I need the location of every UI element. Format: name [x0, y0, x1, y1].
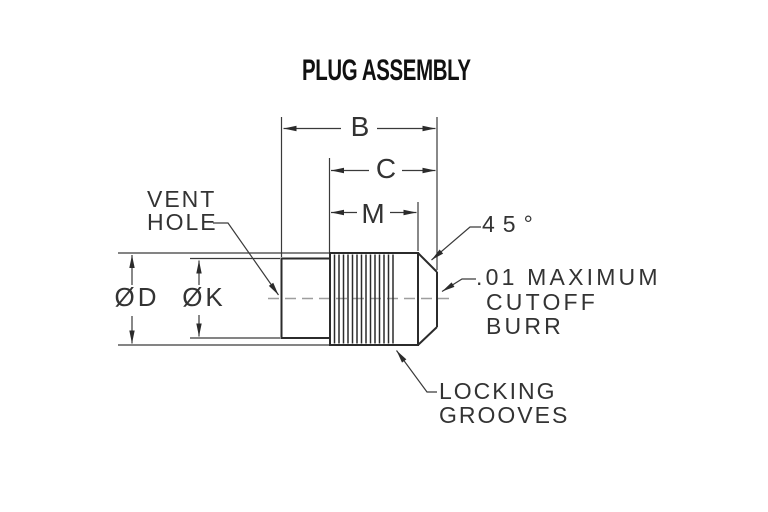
locking-grooves-line2: GROOVES [439, 402, 570, 428]
cutoff-burr-line1: .01 MAXIMUM [476, 264, 661, 290]
page-title: PLUG ASSEMBLY [302, 54, 471, 87]
diameter-k-label: ØK [182, 282, 226, 312]
cutoff-burr-callout: .01 MAXIMUM CUTOFF BURR [476, 265, 661, 339]
locking-grooves-callout: LOCKING GROOVES [439, 379, 569, 427]
locking-grooves-line1: LOCKING [439, 378, 557, 404]
vent-hole-leader [213, 222, 279, 296]
plug-outline [280, 252, 438, 346]
chamfer-angle-callout: 45° [482, 211, 541, 237]
dimension-lines [129, 125, 436, 344]
extension-lines [118, 117, 438, 346]
cutoff-burr-leader [441, 278, 476, 293]
chamfer-angle-leader [431, 226, 481, 261]
vent-hole-line2: HOLE [147, 209, 218, 235]
cutoff-burr-line3: BURR [486, 313, 564, 339]
vent-hole-line1: VENT [147, 186, 217, 212]
locking-grooves-hatch [333, 254, 394, 344]
locking-grooves-leader [396, 350, 437, 393]
dimension-b-label: B [350, 111, 370, 142]
vent-hole-callout: VENT HOLE [147, 188, 218, 234]
dimension-m-label: M [361, 198, 385, 229]
diameter-d-label: ØD [114, 282, 160, 312]
dimension-c-label: C [375, 153, 397, 184]
drawing-title: PLUG ASSEMBLY [302, 54, 471, 87]
cutoff-burr-line2: CUTOFF [486, 288, 599, 315]
leader-lines [213, 222, 481, 393]
